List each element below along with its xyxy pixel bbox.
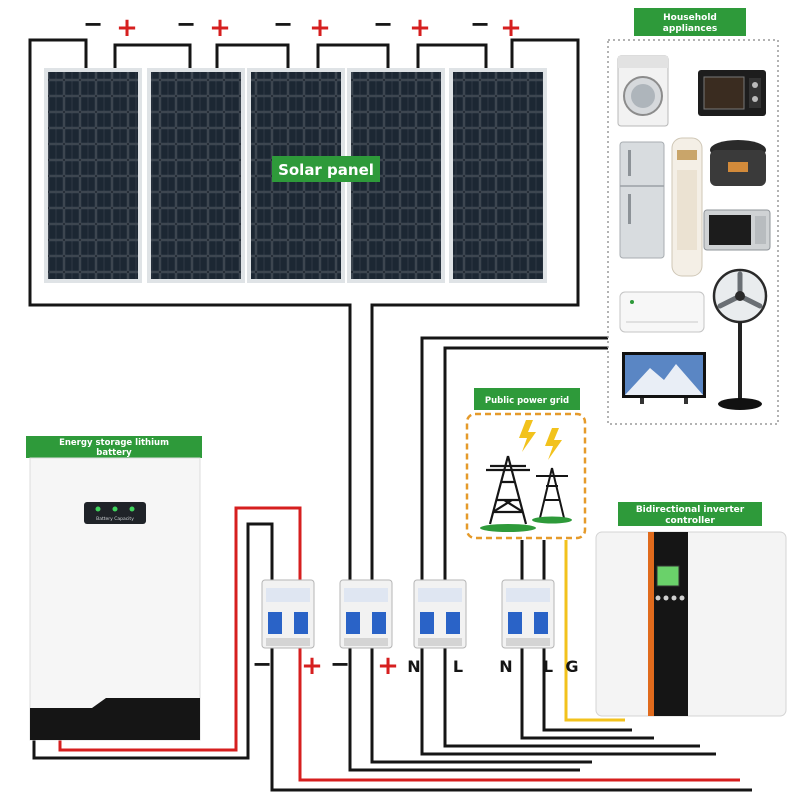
load-n-label: N xyxy=(407,657,420,676)
panel-positive-sign: + xyxy=(500,13,522,43)
breaker-solar xyxy=(339,579,393,649)
inverter-button xyxy=(671,595,677,601)
inverter-label: controller xyxy=(665,516,715,526)
battery-positive-wire xyxy=(58,506,740,782)
transmission-tower-small-icon xyxy=(532,467,572,524)
load-l-wire xyxy=(420,336,716,756)
inverter-label-bg xyxy=(618,502,762,526)
load-n-wire xyxy=(443,346,700,748)
grid-l-label: L xyxy=(543,657,553,676)
lithium-battery: Energy storage lithium battery Battery C… xyxy=(26,436,202,741)
solar-positive-wire xyxy=(370,38,592,764)
household-appliances: Household appliances xyxy=(607,8,779,425)
inverter-button xyxy=(679,595,685,601)
inverter-body xyxy=(595,531,787,717)
ground-label: G xyxy=(565,657,578,676)
battery-led xyxy=(112,506,118,512)
breaker-load xyxy=(413,579,467,649)
panel-negative-sign: − xyxy=(373,10,393,38)
panel-link-wire xyxy=(316,43,390,68)
appliances-label: appliances xyxy=(663,24,717,34)
panel-terminal-signs: − + − + − + − + − + xyxy=(83,10,522,43)
inverter-stripe xyxy=(648,532,688,716)
television-icon xyxy=(622,352,706,404)
panel-positive-sign: + xyxy=(116,13,138,43)
battery-body xyxy=(29,457,201,741)
battery-positive-sign: + xyxy=(301,651,323,681)
public-power-grid: Public power grid xyxy=(465,388,587,540)
breaker-battery xyxy=(261,579,315,649)
refrigerator-icon xyxy=(619,141,665,259)
solar-panel xyxy=(449,68,547,283)
load-l-label: L xyxy=(453,657,463,676)
grid-label-bg xyxy=(474,388,580,410)
microwave-icon xyxy=(703,209,771,251)
panel-negative-sign: − xyxy=(470,10,490,38)
solar-panel xyxy=(147,68,245,283)
battery-led xyxy=(129,506,135,512)
solar-panel-label-bg xyxy=(272,156,380,182)
solar-positive-sign: + xyxy=(377,651,399,681)
battery-negative-sign: − xyxy=(252,650,272,678)
solar-panel-label: Solar panel xyxy=(278,161,374,179)
grid-label: Public power grid xyxy=(485,396,569,406)
panel-positive-sign: + xyxy=(209,13,231,43)
transmission-tower-icon xyxy=(480,455,536,532)
inverter-button xyxy=(655,595,661,601)
inverter-button xyxy=(663,595,669,601)
panel-negative-sign: − xyxy=(273,10,293,38)
panel-link-wire xyxy=(215,43,290,68)
rice-cooker-icon xyxy=(710,140,766,186)
inverter-label: Bidirectional inverter xyxy=(636,505,745,515)
fan-icon xyxy=(712,268,768,410)
air-tower-icon xyxy=(671,137,703,277)
solar-negative-wire xyxy=(28,38,580,772)
ground-wire xyxy=(564,540,625,722)
inverter-screen xyxy=(656,565,680,587)
solar-panel xyxy=(347,68,445,283)
battery-label: battery xyxy=(96,448,132,458)
panel-positive-sign: + xyxy=(309,13,331,43)
oven-icon xyxy=(698,70,766,116)
battery-display-text: Battery Capacity xyxy=(96,516,134,522)
battery-negative-wire xyxy=(32,522,752,792)
battery-label: Energy storage lithium xyxy=(59,438,169,448)
breaker-grid xyxy=(501,579,555,649)
bidirectional-inverter: Bidirectional inverter controller xyxy=(595,502,787,717)
panel-negative-sign: − xyxy=(83,10,103,38)
battery-led xyxy=(95,506,101,512)
inverter-accent xyxy=(648,532,654,716)
air-conditioner-icon xyxy=(619,291,705,333)
breakers: − + − + N L N L G xyxy=(252,579,579,681)
panel-link-wire xyxy=(416,43,488,68)
appliances-label: Household xyxy=(663,13,717,23)
washing-machine-icon xyxy=(617,55,669,127)
solar-panel xyxy=(44,68,142,283)
battery-label-bg xyxy=(26,436,202,458)
grid-n-label: N xyxy=(499,657,512,676)
battery-base xyxy=(30,698,200,740)
panel-negative-sign: − xyxy=(176,10,196,38)
solar-array: − + − + − + − + − + Solar panel xyxy=(44,10,547,283)
solar-negative-sign: − xyxy=(330,650,350,678)
lightning-icon xyxy=(519,420,562,460)
panel-positive-sign: + xyxy=(409,13,431,43)
panel-link-wire xyxy=(113,43,192,68)
appliances-label-bg xyxy=(634,8,746,36)
